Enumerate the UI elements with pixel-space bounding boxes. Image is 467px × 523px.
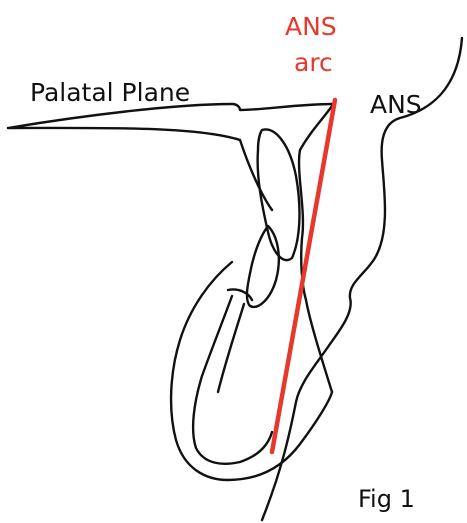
lower-incisor-outline: [247, 226, 279, 307]
soft-tissue-profile: [262, 38, 462, 520]
palatal-plane-outline: [8, 104, 332, 140]
lower-incisor-root: [218, 304, 244, 392]
palatal-slope-outline: [240, 140, 272, 210]
ans-arc-label-line2: arc: [294, 50, 333, 75]
ans-arc-line: [272, 100, 335, 452]
symphysis-inner-outline: [193, 296, 272, 464]
ans-arc-label-line1: ANS: [285, 14, 337, 39]
figure-caption: Fig 1: [358, 487, 415, 511]
ans-label: ANS: [370, 92, 422, 117]
palatal-plane-label: Palatal Plane: [30, 80, 190, 105]
